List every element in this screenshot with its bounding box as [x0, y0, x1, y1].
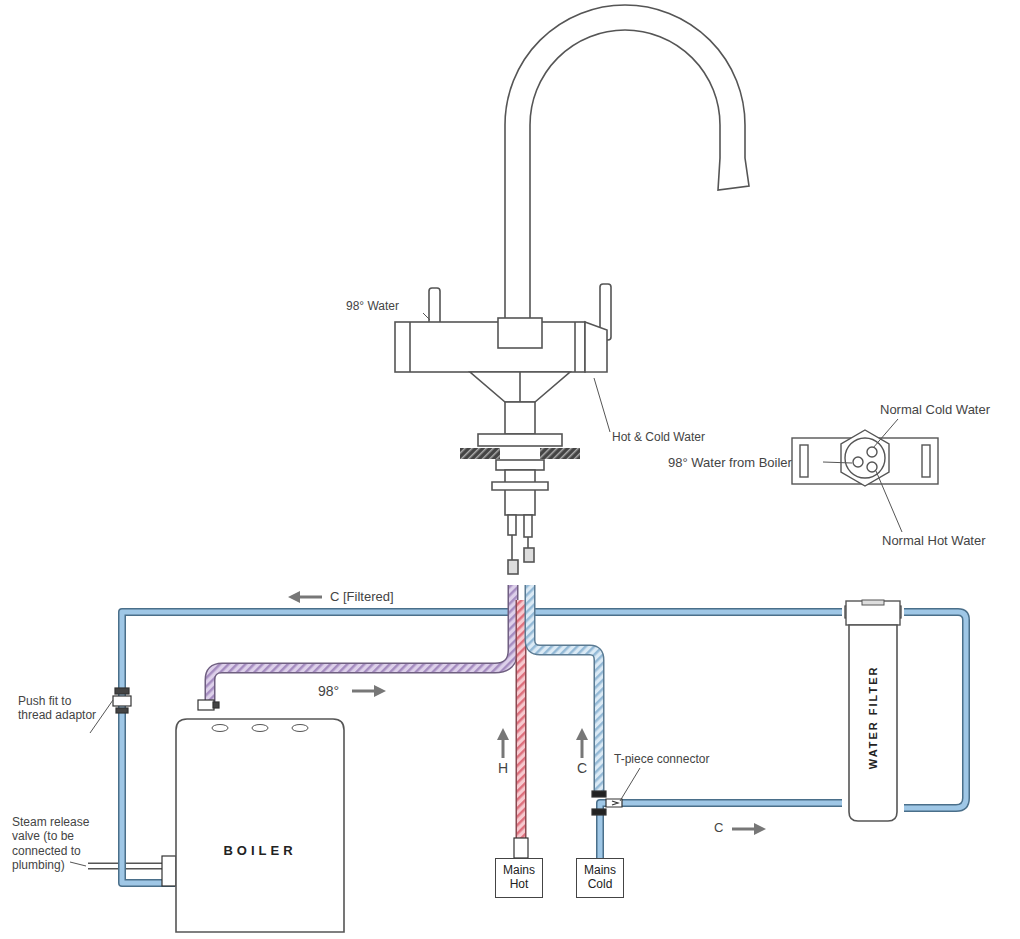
callout-label: Hot & Cold Water	[612, 430, 705, 444]
boiler-vent	[252, 725, 268, 732]
node-label: WATER FILTER	[867, 665, 880, 769]
pipe-fill	[600, 803, 842, 858]
tap-body	[395, 5, 749, 574]
callout-label: Normal Hot Water	[882, 533, 986, 549]
filter-head	[846, 601, 900, 625]
mains-supply: Mains Cold	[576, 858, 624, 898]
pipe-outline	[600, 803, 842, 858]
worktop	[540, 448, 580, 459]
callout-label: H	[498, 760, 508, 777]
pipe-label: C	[712, 820, 725, 835]
node-label: Mains Hot	[496, 864, 542, 892]
worktop	[460, 448, 500, 459]
pipe-label: C [Filtered]	[328, 589, 396, 604]
boiler-vent	[292, 725, 308, 732]
boiler-outline	[176, 719, 344, 932]
mains-supply: Mains Hot	[495, 858, 543, 898]
callout-label: Push fit to thread adaptor	[18, 694, 98, 723]
callout-label: 98° Water	[346, 299, 399, 313]
connector-inset	[792, 430, 938, 486]
node-label: BOILER	[223, 844, 296, 859]
boiler-unit: BOILER	[175, 718, 345, 933]
callout-label: 98°	[318, 683, 339, 700]
callout-label: 98° Water from Boiler	[668, 455, 792, 471]
callout-label: C	[577, 760, 587, 777]
callout-label: Steam release valve (to be connected to …	[12, 815, 102, 873]
filter-head	[862, 600, 884, 605]
callout-label: Normal Cold Water	[880, 402, 990, 418]
filter-body	[849, 625, 897, 821]
flow-arrow	[288, 591, 766, 835]
water-filter: WATER FILTER	[842, 600, 904, 822]
boiler-outline	[175, 718, 345, 933]
node-label: Mains Cold	[577, 864, 623, 892]
callout-label: T-piece connector	[614, 752, 709, 766]
boiler-vent	[212, 725, 228, 732]
water-pipe	[600, 803, 842, 858]
